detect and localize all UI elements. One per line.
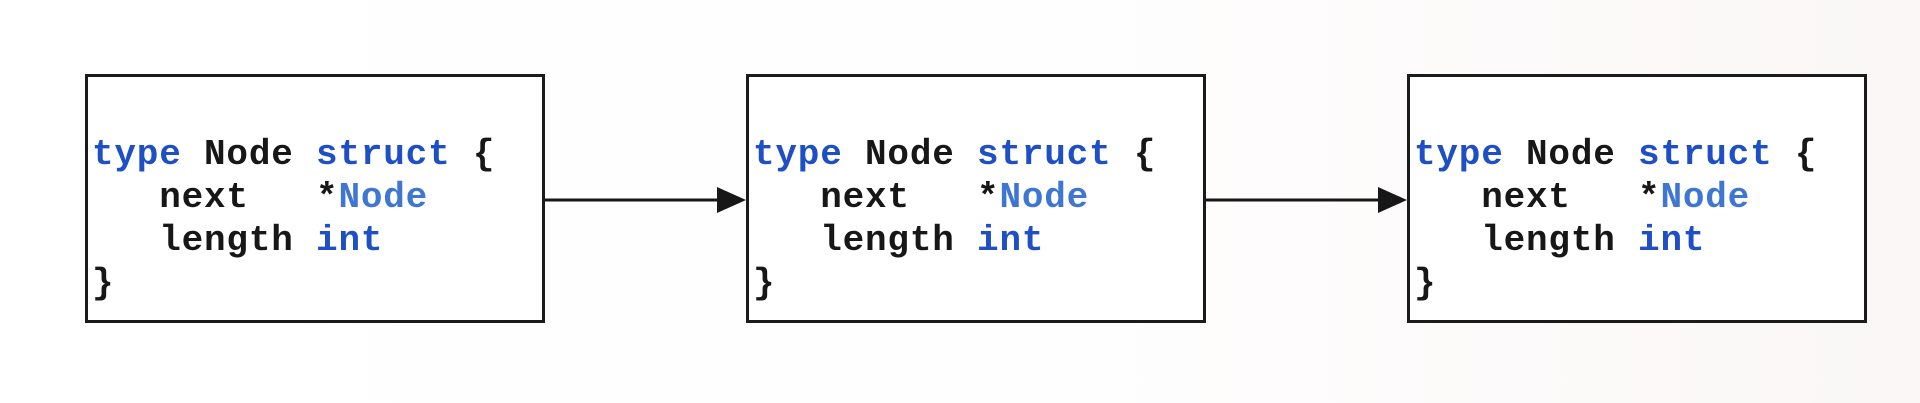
keyword-token: struct bbox=[1638, 134, 1773, 175]
next-pointer-arrow-2 bbox=[1206, 187, 1407, 213]
keyword-token: type bbox=[92, 134, 182, 175]
keyword-token: int bbox=[977, 220, 1045, 261]
brace-token: { bbox=[1772, 134, 1818, 175]
code-line-type-decl: type Node struct { bbox=[753, 133, 1197, 176]
code-line-length-field: length int bbox=[92, 219, 536, 262]
code-line-type-decl: type Node struct { bbox=[92, 133, 536, 176]
keyword-token: int bbox=[1638, 220, 1706, 261]
keyword-token: type bbox=[1414, 134, 1504, 175]
go-struct-code: type Node struct { next *Node length int… bbox=[1414, 133, 1858, 305]
field-token: length bbox=[1414, 220, 1639, 261]
field-token: next * bbox=[1414, 177, 1661, 218]
field-token: length bbox=[753, 220, 978, 261]
identifier-token: Node bbox=[1503, 134, 1639, 175]
brace-token: } bbox=[92, 263, 115, 304]
brace-token: } bbox=[1414, 263, 1437, 304]
type-ref-token: Node bbox=[1660, 177, 1751, 218]
struct-node-box-1: type Node struct { next *Node length int… bbox=[85, 74, 545, 323]
identifier-token: Node bbox=[181, 134, 317, 175]
keyword-token: int bbox=[316, 220, 384, 261]
go-struct-code: type Node struct { next *Node length int… bbox=[92, 133, 536, 305]
keyword-token: struct bbox=[316, 134, 451, 175]
brace-token: { bbox=[450, 134, 496, 175]
next-pointer-arrow-1 bbox=[545, 187, 746, 213]
brace-token: { bbox=[1111, 134, 1157, 175]
code-line-next-field: next *Node bbox=[92, 176, 536, 219]
code-line-length-field: length int bbox=[1414, 219, 1858, 262]
type-ref-token: Node bbox=[338, 177, 429, 218]
code-line-closing-brace: } bbox=[1414, 262, 1858, 305]
struct-node-box-3: type Node struct { next *Node length int… bbox=[1407, 74, 1867, 323]
code-line-closing-brace: } bbox=[753, 262, 1197, 305]
code-line-length-field: length int bbox=[753, 219, 1197, 262]
keyword-token: type bbox=[753, 134, 843, 175]
identifier-token: Node bbox=[842, 134, 978, 175]
field-token: next * bbox=[753, 177, 1000, 218]
field-token: next * bbox=[92, 177, 339, 218]
struct-node-box-2: type Node struct { next *Node length int… bbox=[746, 74, 1206, 323]
brace-token: } bbox=[753, 263, 776, 304]
code-line-next-field: next *Node bbox=[753, 176, 1197, 219]
code-line-closing-brace: } bbox=[92, 262, 536, 305]
field-token: length bbox=[92, 220, 317, 261]
go-struct-code: type Node struct { next *Node length int… bbox=[753, 133, 1197, 305]
type-ref-token: Node bbox=[999, 177, 1090, 218]
keyword-token: struct bbox=[977, 134, 1112, 175]
code-line-type-decl: type Node struct { bbox=[1414, 133, 1858, 176]
code-line-next-field: next *Node bbox=[1414, 176, 1858, 219]
